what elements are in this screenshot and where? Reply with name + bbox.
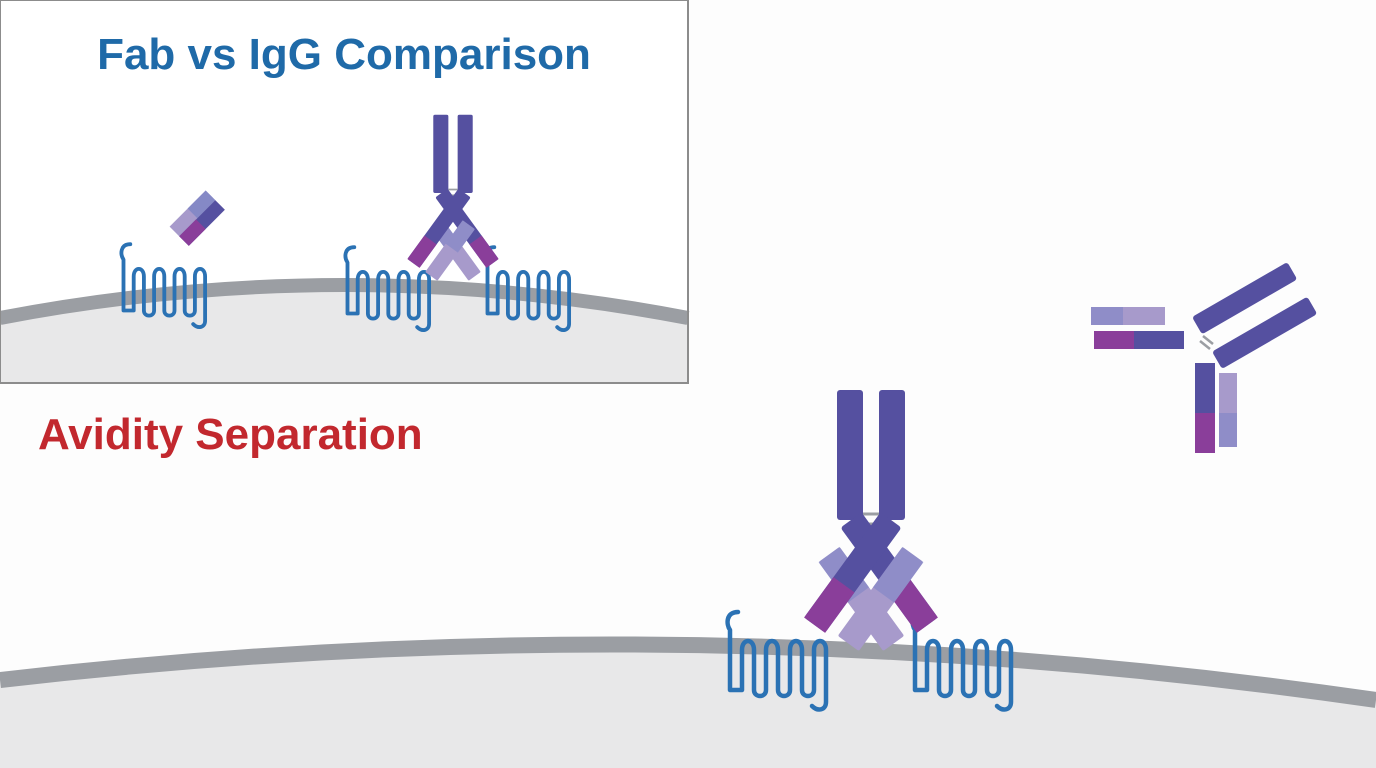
inset-fab-fragment <box>169 190 225 246</box>
igg-antibody-icon <box>1091 263 1317 453</box>
igg-antibody-icon <box>407 114 499 281</box>
igg-antibody-icon <box>804 390 938 651</box>
inset-title: Fab vs IgG Comparison <box>97 30 591 79</box>
main-bound-igg <box>804 390 938 651</box>
inset-panel <box>0 0 690 384</box>
fab-fragment-icon <box>169 190 225 246</box>
main-cell-membrane <box>0 636 1376 768</box>
main-title: Avidity Separation <box>38 410 423 459</box>
inset-igg-antibody <box>407 114 499 281</box>
main-free-igg <box>1091 263 1317 453</box>
